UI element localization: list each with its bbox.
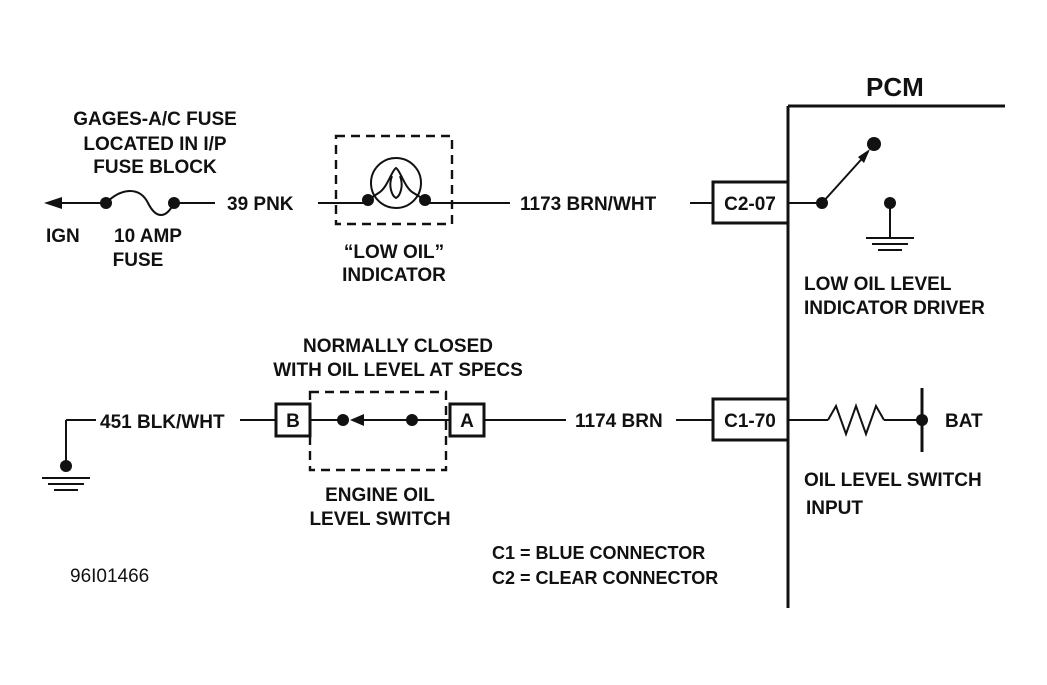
switch-note-line-2: WITH OIL LEVEL AT SPECS (273, 360, 523, 381)
left-ground (42, 419, 96, 491)
engine-oil-level-switch: B A ENGINE OIL LEVEL SWITCH (274, 390, 486, 530)
switch-terminal-a: A (460, 411, 474, 432)
input-label-line-2: INPUT (806, 498, 863, 519)
input-label-line-1: OIL LEVEL SWITCH (804, 470, 982, 491)
fuse-rating-line-2: FUSE (113, 250, 164, 271)
legend-line-1: C1 = BLUE CONNECTOR (492, 543, 705, 563)
figure-code: 96I01466 (70, 566, 149, 587)
connector-c1-label: C1-70 (724, 411, 776, 432)
ground-icon (866, 237, 914, 251)
fuse-title-line-2: LOCATED IN I/P (83, 134, 227, 155)
indicator-label-line-1: “LOW OIL” (344, 242, 444, 263)
bat-label: BAT (945, 411, 983, 432)
fuse-rating-line-1: 10 AMP (114, 226, 182, 247)
wire-39-label: 39 PNK (227, 194, 294, 215)
switch-note-line-1: NORMALLY CLOSED (303, 336, 493, 357)
pcm-box: PCM (786, 72, 1005, 608)
ign-arrow-icon (44, 197, 62, 209)
fuse-title-line-1: GAGES-A/C FUSE (73, 109, 237, 130)
connector-c2-label: C2-07 (724, 194, 776, 215)
ground-icon (42, 477, 90, 491)
connector-c2-07: C2-07 (711, 180, 790, 225)
driver-label-line-1: LOW OIL LEVEL (804, 274, 952, 295)
wire-451-label: 451 BLK/WHT (100, 412, 225, 433)
indicator-label-line-2: INDICATOR (342, 265, 446, 286)
switch-input: BAT OIL LEVEL SWITCH INPUT (788, 388, 983, 519)
indicator-driver: LOW OIL LEVEL INDICATOR DRIVER (788, 137, 985, 319)
switch-terminal-b: B (286, 411, 300, 432)
switch-label-line-1: ENGINE OIL (325, 485, 435, 506)
legend-line-2: C2 = CLEAR CONNECTOR (492, 568, 718, 588)
switch-label-line-2: LEVEL SWITCH (309, 509, 450, 530)
fuse-title-line-3: FUSE BLOCK (93, 157, 217, 178)
pcm-title: PCM (866, 72, 924, 102)
connector-c1-70: C1-70 (711, 397, 790, 442)
resistor-icon (827, 403, 885, 437)
wire-1174-label: 1174 BRN (575, 411, 663, 432)
fuse-icon (105, 190, 175, 216)
wire-1173-label: 1173 BRN/WHT (520, 194, 657, 215)
low-oil-indicator: “LOW OIL” INDICATOR (334, 134, 454, 286)
ign-label: IGN (46, 226, 80, 247)
driver-label-line-2: INDICATOR DRIVER (804, 298, 985, 319)
fuse-section: GAGES-A/C FUSE LOCATED IN I/P FUSE BLOCK… (44, 109, 237, 271)
